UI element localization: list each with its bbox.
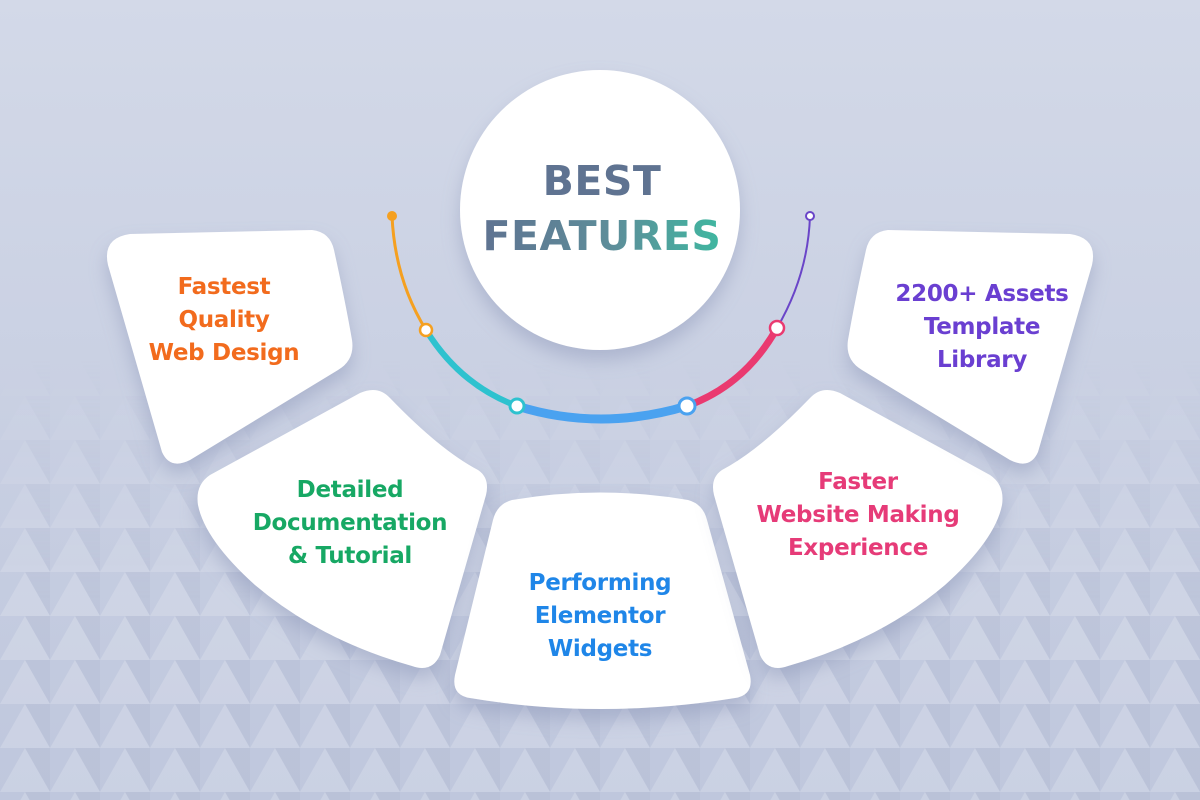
feature-card-assets — [847, 230, 1094, 464]
feature-line: Quality — [178, 307, 270, 333]
feature-label-assets: 2200+ Assets Template Library — [868, 278, 1096, 377]
center-title-line-1: BEST — [542, 157, 662, 205]
arc-node-blue-pink — [677, 396, 697, 416]
feature-line: Documentation — [252, 510, 448, 536]
feature-line: Performing — [528, 570, 672, 596]
arc-end-dot — [805, 211, 815, 221]
feature-label-documentation: Detailed Documentation & Tutorial — [236, 474, 464, 573]
feature-line: Faster — [818, 469, 898, 495]
feature-card-faster — [713, 389, 1003, 668]
feature-line: Experience — [787, 535, 929, 561]
arc-segment-blue — [512, 401, 692, 424]
center-title-line-2: FEATURES — [483, 209, 722, 264]
feature-line: Web Design — [148, 340, 300, 366]
arc-segment-pink — [683, 324, 781, 410]
feature-card-widgets — [454, 492, 751, 709]
feature-line: Elementor — [534, 603, 666, 629]
feature-label-widgets: Performing Elementor Widgets — [490, 567, 710, 666]
feature-line: Widgets — [547, 636, 653, 662]
feature-line: Fastest — [177, 274, 271, 300]
center-title: BEST FEATURES — [460, 154, 744, 264]
arc-segment-teal — [423, 327, 520, 409]
feature-line: Website Making — [756, 502, 960, 528]
arc-start-dot — [387, 211, 397, 221]
feature-line: Template — [923, 314, 1041, 340]
arc-node-teal-blue — [508, 397, 526, 415]
feature-line: Detailed — [296, 477, 404, 503]
feature-card-fastest — [106, 230, 353, 464]
arc-segment-purple — [776, 215, 811, 329]
center-circle — [460, 70, 740, 350]
feature-line: Library — [936, 347, 1028, 373]
feature-card-documentation — [197, 389, 487, 668]
arc-node-pink-purple — [768, 319, 786, 337]
feature-label-fastest: Fastest Quality Web Design — [118, 271, 330, 370]
feature-line: & Tutorial — [287, 543, 413, 569]
feature-label-faster: Faster Website Making Experience — [738, 466, 978, 565]
arc-node-orange-teal — [418, 322, 434, 338]
feature-line: 2200+ Assets — [895, 281, 1069, 307]
arc-segment-orange — [390, 214, 428, 332]
